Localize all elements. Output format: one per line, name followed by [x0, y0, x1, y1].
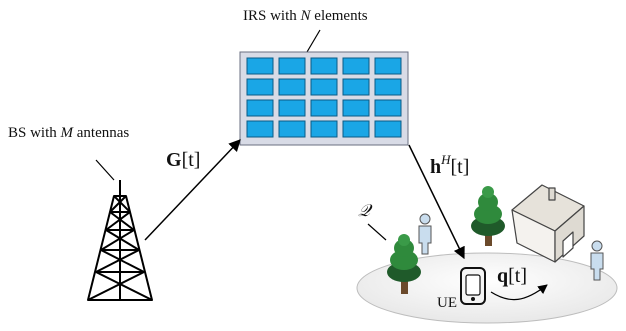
region-q-leader	[367, 223, 387, 241]
irs-label: IRS with N elements	[243, 8, 368, 24]
irs-element	[278, 120, 306, 138]
bs-label: BS with M antennas	[8, 125, 129, 141]
irs-element	[310, 57, 338, 75]
region-q-label: 𝒬	[358, 201, 373, 220]
person-icon	[590, 240, 604, 281]
channel-h-label: hH[t]	[430, 152, 469, 178]
irs-to-ue-arrow	[408, 144, 465, 260]
irs-element	[342, 99, 370, 117]
trajectory-q-label: q[t]	[497, 265, 527, 287]
bs-label-leader	[95, 159, 115, 181]
bs-tower-icon	[87, 180, 153, 301]
irs-element	[310, 78, 338, 96]
irs-element	[278, 57, 306, 75]
irs-element	[246, 120, 274, 138]
irs-element	[374, 78, 402, 96]
irs-element	[246, 57, 274, 75]
irs-element	[374, 99, 402, 117]
irs-element	[342, 120, 370, 138]
person-icon	[418, 213, 432, 255]
channel-g-label: G[t]	[166, 149, 200, 171]
irs-element	[342, 57, 370, 75]
house-icon	[511, 184, 585, 263]
coverage-region-ground	[356, 252, 618, 324]
irs-element	[342, 78, 370, 96]
irs-element	[246, 99, 274, 117]
irs-label-leader	[306, 29, 321, 53]
tree-icon	[387, 234, 421, 294]
irs-panel	[239, 51, 409, 146]
irs-element	[278, 99, 306, 117]
tree-icon	[471, 186, 505, 246]
irs-element	[246, 78, 274, 96]
irs-element-grid	[246, 57, 402, 138]
irs-element	[374, 120, 402, 138]
irs-element	[374, 57, 402, 75]
ue-phone-icon	[460, 267, 486, 305]
irs-element	[310, 99, 338, 117]
irs-element	[278, 78, 306, 96]
ue-trajectory-arrow	[490, 284, 548, 301]
irs-element	[310, 120, 338, 138]
ue-label: UE	[437, 295, 457, 311]
bs-to-irs-arrow	[144, 139, 241, 241]
